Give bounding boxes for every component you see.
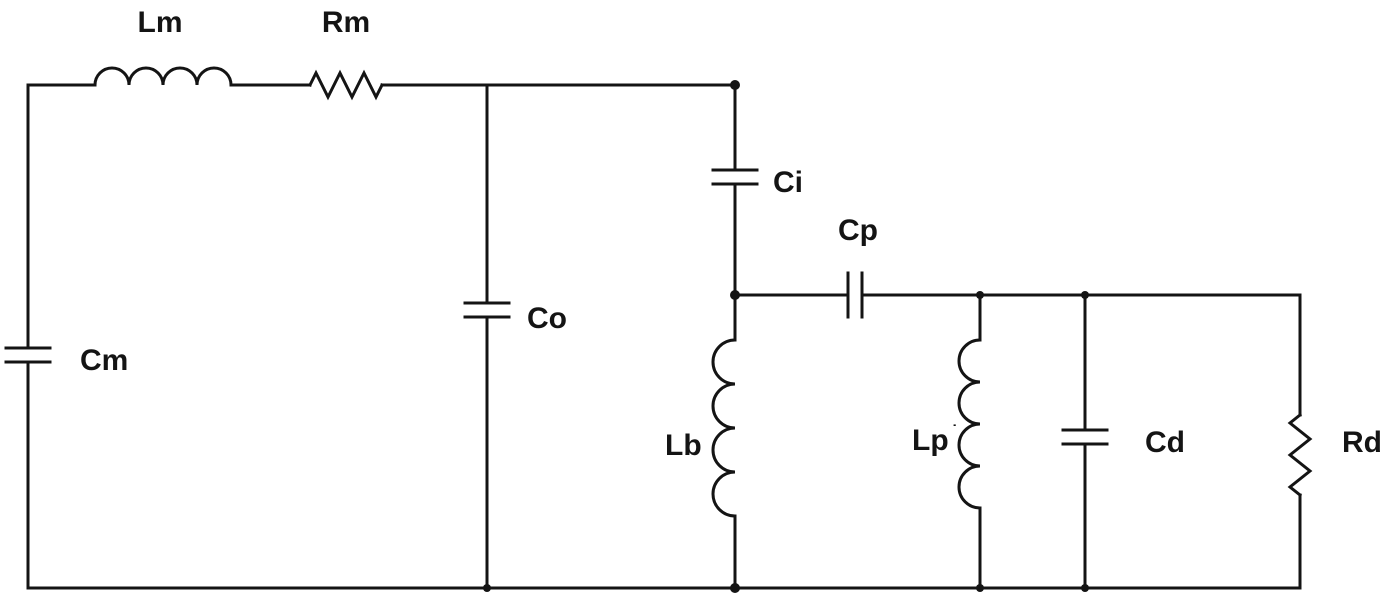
resistor-rd: Rd	[1287, 412, 1382, 498]
inductor-lp-symbol	[957, 338, 982, 510]
capacitor-cp: Cp	[838, 214, 878, 319]
node-ci-lb	[730, 290, 740, 300]
junction-nodes	[483, 80, 1089, 593]
node-mid-cd	[1081, 291, 1089, 299]
resistor-rd-label: Rd	[1342, 426, 1382, 459]
resistor-rm-label: Rm	[322, 6, 370, 39]
resistor-rd-symbol	[1287, 412, 1313, 498]
inductor-lb: Lb	[665, 338, 737, 518]
inductor-lb-label: Lb	[665, 429, 702, 462]
capacitor-cp-label: Cp	[838, 214, 878, 247]
node-bottom-cd	[1081, 584, 1089, 592]
capacitor-ci: Ci	[711, 166, 803, 199]
node-top-ci	[730, 80, 740, 90]
capacitor-cm-label: Cm	[80, 344, 128, 377]
resistor-rm: Rm	[307, 6, 385, 101]
capacitor-co-label: Co	[527, 302, 567, 335]
resistor-rm-symbol	[307, 69, 385, 101]
capacitor-co: Co	[463, 301, 567, 335]
inductor-lm-label: Lm	[138, 6, 183, 39]
node-mid-lp	[976, 291, 984, 299]
capacitor-cd-label: Cd	[1145, 426, 1185, 459]
inductor-lp-label: Lp	[912, 424, 949, 457]
capacitor-cm: Cm	[4, 344, 128, 377]
inductor-lm: Lm	[93, 6, 233, 87]
node-bottom-co	[483, 584, 491, 592]
inductor-lb-symbol	[711, 338, 737, 518]
node-bottom-lp	[976, 584, 984, 592]
node-bottom-lb	[730, 583, 740, 593]
inductor-lm-symbol	[93, 66, 233, 87]
wire-segments	[26, 83, 1302, 590]
capacitor-cd: Cd	[1061, 426, 1185, 459]
inductor-lp: Lp ˙	[912, 338, 982, 510]
capacitor-ci-label: Ci	[773, 166, 803, 199]
inductor-lp-prime-mark: ˙	[952, 423, 957, 440]
